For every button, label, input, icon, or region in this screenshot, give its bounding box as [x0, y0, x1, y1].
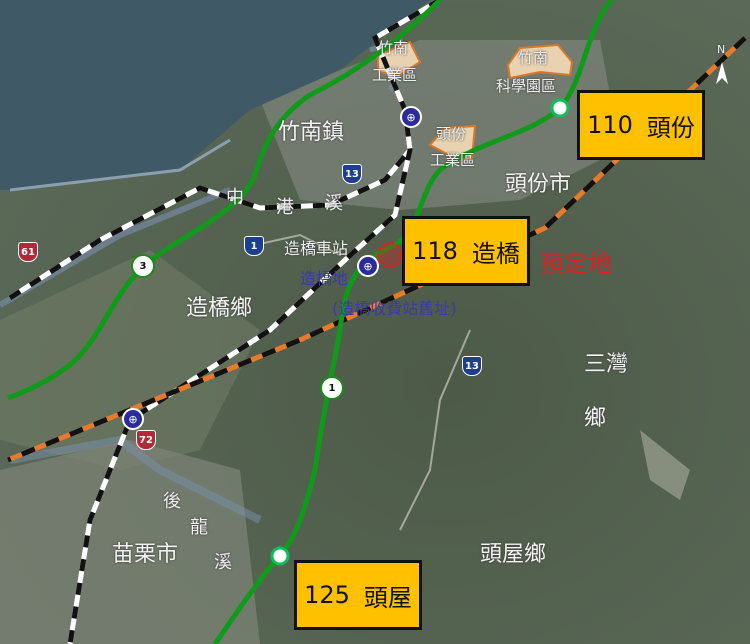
freeway-3-shield: 3 — [131, 254, 155, 278]
label-zhunan: 竹南鎮 — [278, 120, 345, 145]
interchange-name: 頭屋 — [363, 583, 412, 612]
road-13 — [399, 329, 471, 531]
label-sanwan-2: 鄉 — [584, 406, 607, 431]
label-zhunan-industrial-2: 工業區 — [372, 66, 418, 84]
freeway-3 — [7, 0, 442, 401]
interchange-km: 125 — [304, 581, 350, 609]
toufen-industrial-zone — [428, 124, 477, 159]
river-houlong — [9, 435, 262, 524]
river-zhonggang — [0, 187, 232, 308]
label-zaoqiao-station: 造橋車站 — [284, 239, 349, 258]
highway-72-shield: 72 — [136, 430, 156, 450]
label-zaoqiao: 造橋鄉 — [186, 296, 253, 321]
label-houlong-3: 溪 — [214, 552, 232, 573]
coastline — [9, 138, 231, 192]
highway-61-shield: 61 — [18, 242, 38, 262]
planned-site-label: 預定地 — [540, 250, 612, 278]
north-label: N — [717, 43, 726, 56]
zhunan-science-park — [506, 43, 574, 80]
label-toufen-industrial-1: 頭份 — [436, 125, 467, 143]
label-zhonggang-2: 港 — [276, 197, 294, 218]
interchange-name: 頭份 — [646, 113, 695, 142]
road-1 — [254, 233, 341, 256]
interchange-km: 118 — [412, 237, 458, 265]
old-site-label: 造橋地 — [300, 269, 349, 288]
old-toll-station-marker[interactable] — [376, 241, 404, 269]
interchange-node-icon — [550, 98, 570, 118]
label-zhunan-industrial-1: 竹南 — [378, 39, 409, 57]
interchange-km: 110 — [587, 111, 633, 139]
label-zhonggang-1: 中 — [226, 187, 244, 208]
label-houlong-1: 後 — [163, 491, 181, 512]
label-sanwan: 三灣 — [584, 352, 629, 377]
interchange-node-icon — [270, 546, 290, 566]
label-touwu: 頭屋鄉 — [480, 542, 547, 567]
old-toll-station-label: (造橋收費站舊址) — [332, 299, 457, 318]
label-zhonggang-3: 溪 — [325, 193, 343, 214]
label-toufen-industrial-2: 工業區 — [430, 151, 476, 169]
north-arrow-icon — [716, 62, 728, 84]
lowland — [0, 250, 260, 470]
interchange-110-toufen[interactable]: 110 頭份 — [577, 90, 705, 160]
freeway-1-shield: 1 — [320, 376, 344, 400]
label-toufen: 頭份市 — [505, 172, 572, 197]
railway-station-icon[interactable]: ⊕ — [400, 106, 422, 128]
highway-13-shield: 13 — [342, 164, 362, 184]
highway-13-shield: 13 — [462, 356, 482, 376]
label-zhunan-science-2: 科學園區 — [496, 77, 557, 95]
golf-course — [640, 430, 690, 500]
label-miaoli: 苗栗市 — [112, 542, 179, 567]
interchange-125-touwu[interactable]: 125 頭屋 — [294, 560, 422, 630]
railway-station-icon[interactable]: ⊕ — [122, 408, 144, 430]
sea — [0, 0, 430, 190]
highway-1-shield: 1 — [244, 236, 264, 256]
label-houlong-2: 龍 — [190, 517, 208, 538]
label-zhunan-science-1: 竹南 — [518, 49, 549, 67]
interchange-name: 造橋 — [471, 239, 520, 268]
railway-station-icon[interactable]: ⊕ — [357, 255, 379, 277]
interchange-118-zaoqiao[interactable]: 118 造橋 — [402, 216, 530, 286]
